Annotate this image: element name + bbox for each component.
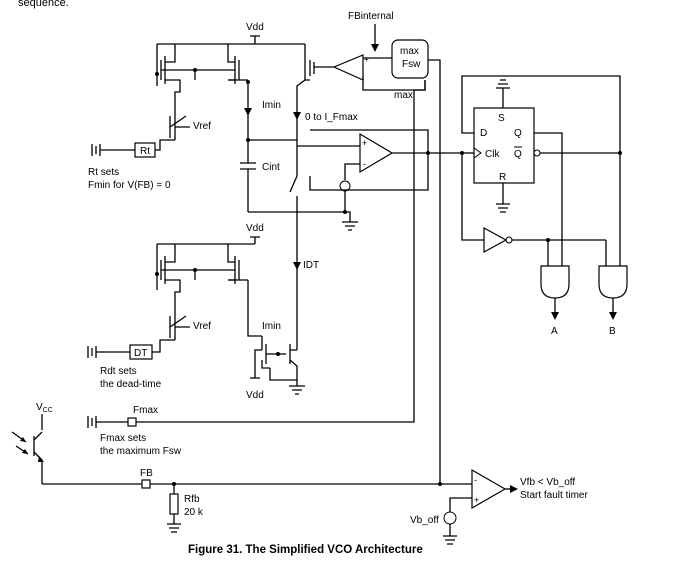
fb-input: VCC FB Rfb 20 k: [11, 152, 472, 533]
vco-comparator: [359, 132, 394, 174]
max-fsw-line2: Fsw: [402, 59, 421, 70]
ff-clk-label: Clk: [485, 149, 500, 160]
idt-label: IDT: [303, 260, 319, 271]
max-fsw-line1: max: [400, 46, 419, 57]
vfb-cmp-line2: Start fault timer: [520, 490, 588, 501]
and-gate-b: [598, 265, 628, 299]
cint-label: Cint: [262, 162, 280, 173]
svg-text:-: -: [474, 475, 477, 485]
vref-top-label: Vref: [193, 121, 211, 132]
vb-off-label: Vb_off: [410, 515, 439, 526]
max-fsw-block: [391, 39, 429, 79]
rfb-line2: 20 k: [184, 507, 204, 518]
rt-sets-line1: Rt sets: [88, 167, 119, 178]
rt-sets-line2: Fmin for V(FB) = 0: [88, 180, 171, 191]
output-gates: A B: [483, 226, 628, 337]
svg-text:+: +: [474, 495, 479, 505]
vdd-top-label: Vdd: [246, 22, 264, 33]
integrator: Cint + -: [240, 129, 462, 231]
fb-max-block: FBinternal + max Fsw max 0 to I_Fmax: [293, 11, 441, 152]
ff-qbar-label: Q: [514, 149, 522, 160]
output-b-label: B: [609, 326, 616, 337]
fmax-pin: [127, 417, 137, 427]
fmax-sets-line1: Fmax sets: [100, 433, 146, 444]
vdd-mid-label: Vdd: [246, 223, 264, 234]
imin-top-label: Imin: [262, 100, 281, 111]
fb-pin: [141, 479, 151, 489]
fmax-sets-line2: the maximum Fsw: [100, 446, 182, 457]
ff-q-label: Q: [514, 128, 522, 139]
dt-box-label: DT: [134, 348, 147, 359]
d-flip-flop: S D Q Clk Q R: [460, 75, 622, 266]
and-gate-a: [540, 265, 570, 299]
fb-label: FB: [140, 468, 153, 479]
fmax-branch: Fmax Fmax sets the maximum Fsw: [87, 80, 426, 457]
output-a-label: A: [551, 326, 558, 337]
zero-to-ifmax-label: 0 to I_Fmax: [305, 112, 358, 123]
rfb-line1: Rfb: [184, 494, 200, 505]
ff-s-label: S: [498, 113, 505, 124]
vfb-cmp-line1: Vfb < Vb_off: [520, 477, 575, 488]
vdd-bottom-label: Vdd: [246, 390, 264, 401]
rdt-sets-line1: Rdt sets: [100, 366, 137, 377]
figure-caption: Figure 31. The Simplified VCO Architectu…: [188, 544, 423, 556]
flip-flop-box: [473, 107, 535, 184]
vfb-comparator: [471, 468, 507, 510]
top-current-mirror: Vdd Imin: [155, 22, 305, 140]
max-out-label: max: [394, 90, 413, 101]
svg-text:+: +: [362, 138, 367, 148]
fault-comparator: - + Vb_off Vfb < Vb_off Start fault time…: [410, 468, 588, 545]
svg-text:+: +: [364, 55, 369, 64]
fbinternal-label: FBinternal: [348, 11, 394, 22]
imin-bottom-label: Imin: [262, 321, 281, 332]
ff-d-label: D: [480, 128, 487, 139]
vref-bottom-label: Vref: [193, 321, 211, 332]
fmax-label: Fmax: [133, 405, 158, 416]
rt-box-label: Rt: [140, 146, 150, 157]
rt-branch: Vref Rt Rt sets Fmin for V(FB) = 0: [88, 102, 211, 191]
rdt-sets-line2: the dead-time: [100, 379, 162, 390]
rfb-resistor: [169, 493, 179, 515]
bottom-current-mirror: Vdd IDT Vref DT Rdt sets the dead-time I…: [87, 212, 319, 401]
ff-r-label: R: [499, 172, 506, 183]
header-fragment: sequence.: [18, 0, 69, 9]
inverter: [483, 226, 508, 254]
svg-text:-: -: [363, 159, 366, 169]
vcc-label: VCC: [36, 402, 53, 414]
